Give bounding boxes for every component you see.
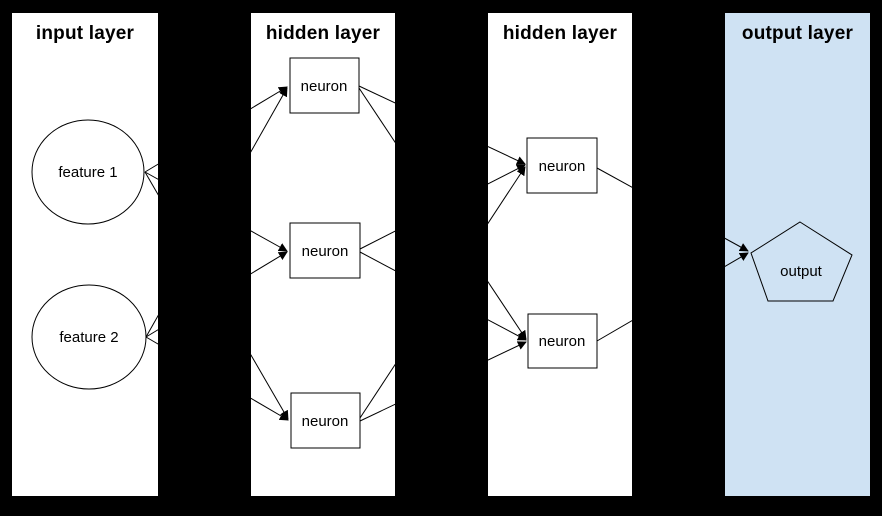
edge-feature2-h1n1	[145, 87, 288, 338]
node-feature-1	[31, 119, 145, 225]
edge-feature1-h1n1	[144, 86, 288, 173]
edge-feature2-h1n3	[145, 336, 289, 421]
edge-h2n2-output	[596, 252, 749, 342]
node-h1-neuron-3-label: neuron	[302, 413, 349, 430]
node-h1-neuron-2-label: neuron	[302, 243, 349, 260]
edge-h1n3-h2n2	[359, 341, 527, 422]
node-feature-2-label: feature 2	[59, 329, 118, 346]
layer-title-output: output layer	[741, 23, 854, 44]
edge-feature2-h1n2	[145, 251, 288, 338]
edge-feature1-h1n3	[144, 171, 289, 420]
edge-h1n3-h2n1	[359, 166, 526, 419]
node-output	[750, 221, 853, 302]
edge-h1n2-h2n1	[359, 164, 526, 250]
edge-h1n2-h2n2	[359, 251, 527, 341]
node-h1-neuron-1-label: neuron	[301, 78, 348, 95]
node-h2-neuron-2-label: neuron	[539, 333, 586, 350]
node-h1-neuron-1	[289, 57, 360, 114]
edge-h1n1-h2n2	[358, 87, 527, 340]
node-feature-2	[31, 284, 147, 390]
edge-feature1-h1n2	[144, 171, 288, 252]
layer-panel-output: output layer	[725, 13, 870, 496]
layer-title-hidden-2: hidden layer	[502, 23, 618, 44]
node-h1-neuron-2	[289, 222, 361, 279]
layer-panel-hidden-2: hidden layer	[488, 13, 632, 496]
layer-title-hidden-1: hidden layer	[265, 23, 381, 44]
node-h2-neuron-2	[527, 313, 598, 369]
node-h1-neuron-3	[290, 392, 361, 449]
layer-title-input: input layer	[35, 23, 135, 44]
node-h2-neuron-1	[526, 137, 598, 194]
layer-panel-input: input layer	[12, 13, 158, 496]
node-output-label: output	[780, 263, 823, 280]
node-feature-1-label: feature 1	[58, 164, 117, 181]
node-h2-neuron-1-label: neuron	[539, 158, 586, 175]
edge-h2n1-output	[596, 167, 749, 252]
edge-h1n1-h2n1	[358, 85, 526, 165]
